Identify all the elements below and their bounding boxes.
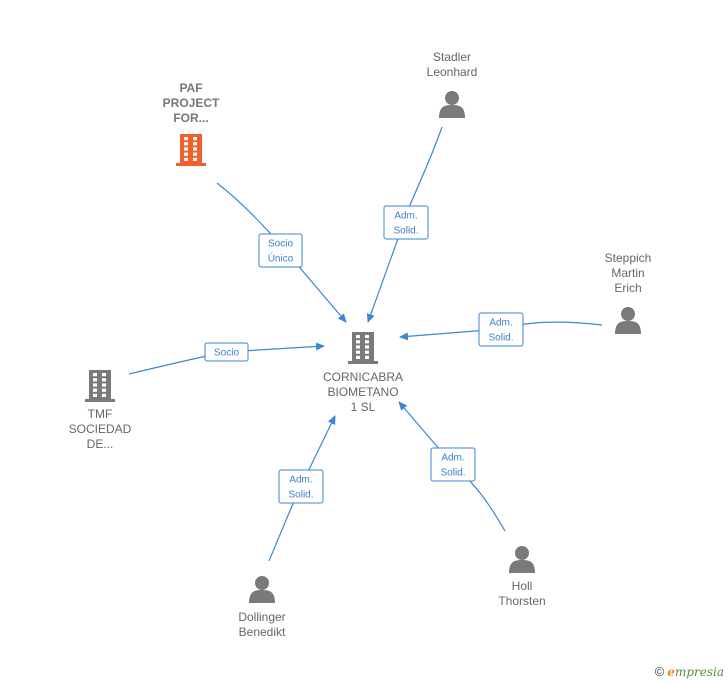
edge-label-tmf-line-1: Socio: [214, 348, 239, 359]
brand-name: mpresia: [674, 665, 724, 679]
node-tmf[interactable]: TMFSOCIEDADDE...: [69, 370, 132, 451]
node-paf-label-line-3: FOR...: [173, 111, 208, 125]
node-steppich-label-line-1: Steppich: [605, 251, 652, 265]
node-stadler-label-line-2: Leonhard: [427, 65, 478, 79]
edge-label-box[interactable]: [278, 469, 324, 504]
edge-tmf-to-center[interactable]: Socio: [128, 342, 325, 375]
node-steppich-label-line-3: Erich: [614, 281, 641, 295]
center-label-line-1: CORNICABRA: [323, 370, 403, 384]
edge-label-steppich-line-2: Solid.: [488, 333, 513, 344]
node-dollinger-label-line-2: Benedikt: [239, 625, 286, 639]
footer-credit: ©empresia: [655, 664, 724, 679]
node-holl-label-line-2: Thorsten: [498, 594, 545, 608]
edge-label-box[interactable]: [204, 342, 249, 362]
node-dollinger-label-line-1: Dollinger: [238, 610, 285, 624]
edge-label-paf-line-1: Socio: [268, 239, 293, 250]
brand-logo[interactable]: empresia: [667, 665, 724, 679]
edge-holl-to-center[interactable]: Adm. Solid.: [398, 401, 506, 532]
edge-label-paf-line-2: Único: [268, 252, 294, 265]
edge-dollinger-to-center[interactable]: Adm. Solid.: [268, 415, 336, 562]
center-label-line-2: BIOMETANO: [327, 385, 398, 399]
edge-label-holl-line-2: Solid.: [440, 468, 465, 479]
edge-label-box[interactable]: [258, 233, 303, 268]
edge-label-box[interactable]: [430, 447, 476, 482]
building-icon[interactable]: [348, 332, 378, 364]
center-label-line-3: 1 SL: [351, 400, 376, 414]
edge-label-box[interactable]: [383, 205, 429, 240]
brand-initial: e: [667, 665, 675, 679]
node-tmf-label-line-3: DE...: [87, 437, 114, 451]
node-tmf-label-line-1: TMF: [88, 407, 113, 421]
edge-stadler-to-center[interactable]: Adm. Solid.: [366, 126, 443, 323]
edge-label-stadler-line-1: Adm.: [394, 211, 417, 222]
edges-layer: SocioÚnicoAdm.Solid.Adm.Solid.SocioAdm.S…: [128, 126, 603, 562]
copyright-symbol: ©: [654, 664, 665, 679]
node-steppich-label-line-2: Martin: [611, 266, 644, 280]
edge-label-holl-line-1: Adm.: [441, 453, 464, 464]
person-icon[interactable]: [249, 576, 275, 603]
person-icon[interactable]: [439, 91, 465, 118]
person-icon[interactable]: [615, 307, 641, 334]
edge-label-box[interactable]: [478, 312, 524, 347]
edge-steppich-to-center[interactable]: Adm. Solid.: [399, 312, 603, 347]
person-icon[interactable]: [509, 546, 535, 573]
node-holl-label-line-1: Holl: [512, 579, 533, 593]
building-icon[interactable]: [85, 370, 115, 402]
node-paf[interactable]: PAFPROJECTFOR...: [163, 81, 220, 166]
edge-label-steppich-line-1: Adm.: [489, 318, 512, 329]
node-paf-label-line-1: PAF: [179, 81, 202, 95]
edge-label-stadler-line-2: Solid.: [393, 226, 418, 237]
node-tmf-label-line-2: SOCIEDAD: [69, 422, 132, 436]
edge-label-dollinger-line-2: Solid.: [288, 490, 313, 501]
edge-label-dollinger-line-1: Adm.: [289, 475, 312, 486]
node-stadler-label-line-1: Stadler: [433, 50, 471, 64]
building-icon[interactable]: [176, 134, 206, 166]
node-paf-label-line-2: PROJECT: [163, 96, 220, 110]
